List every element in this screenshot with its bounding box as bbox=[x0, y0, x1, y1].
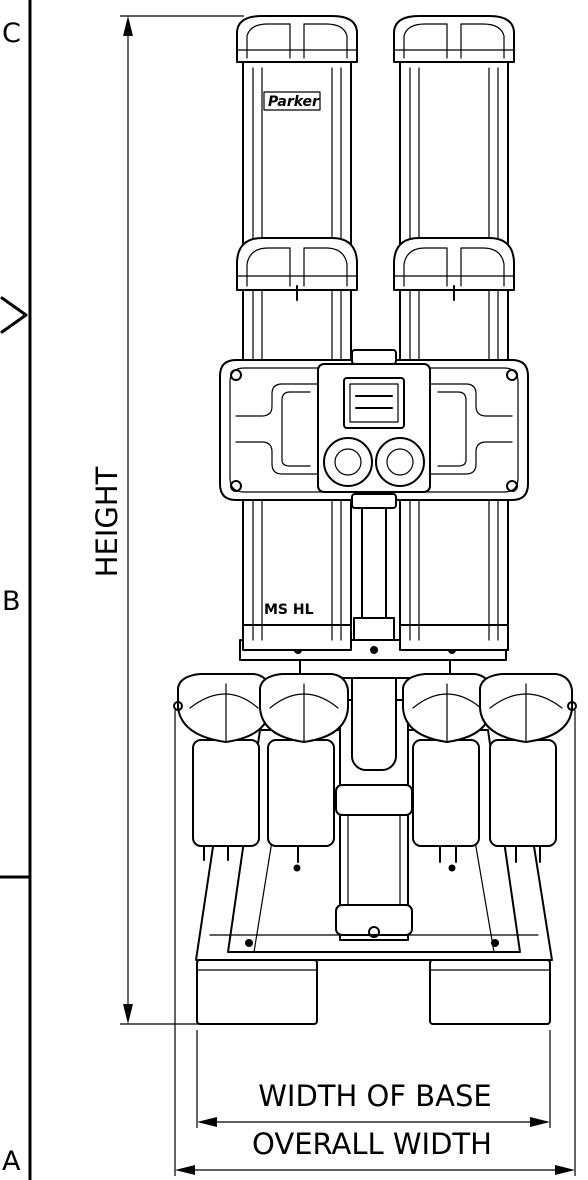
right-gauge-icon bbox=[375, 437, 425, 487]
filter-unit-3 bbox=[402, 673, 492, 863]
overall-width-dimension: OVERALL WIDTH bbox=[174, 710, 576, 1176]
model-label: MS HL bbox=[264, 602, 314, 618]
zone-label-c: C bbox=[2, 18, 21, 49]
zone-label-b: B bbox=[2, 586, 21, 617]
drawing-frame: C B A bbox=[0, 0, 32, 1180]
height-dimension: HEIGHT bbox=[90, 15, 244, 1025]
left-gauge-icon bbox=[323, 437, 373, 487]
right-foot bbox=[429, 959, 551, 1025]
display-window bbox=[343, 377, 405, 429]
center-column bbox=[335, 499, 413, 941]
left-cylinder: Parker MS HL bbox=[236, 15, 358, 651]
overall-width-label: OVERALL WIDTH bbox=[252, 1127, 492, 1161]
control-housing bbox=[219, 349, 529, 509]
right-cylinder bbox=[393, 15, 515, 651]
filter-unit-1 bbox=[177, 673, 271, 861]
left-foot bbox=[196, 959, 318, 1025]
brand-mark: Parker bbox=[268, 94, 320, 110]
height-label: HEIGHT bbox=[90, 466, 124, 577]
width-of-base-dimension: WIDTH OF BASE bbox=[196, 1030, 551, 1128]
width-of-base-label: WIDTH OF BASE bbox=[258, 1079, 492, 1113]
zone-label-a: A bbox=[2, 1146, 21, 1177]
filter-unit-2 bbox=[259, 673, 349, 863]
filter-unit-4 bbox=[479, 673, 573, 863]
